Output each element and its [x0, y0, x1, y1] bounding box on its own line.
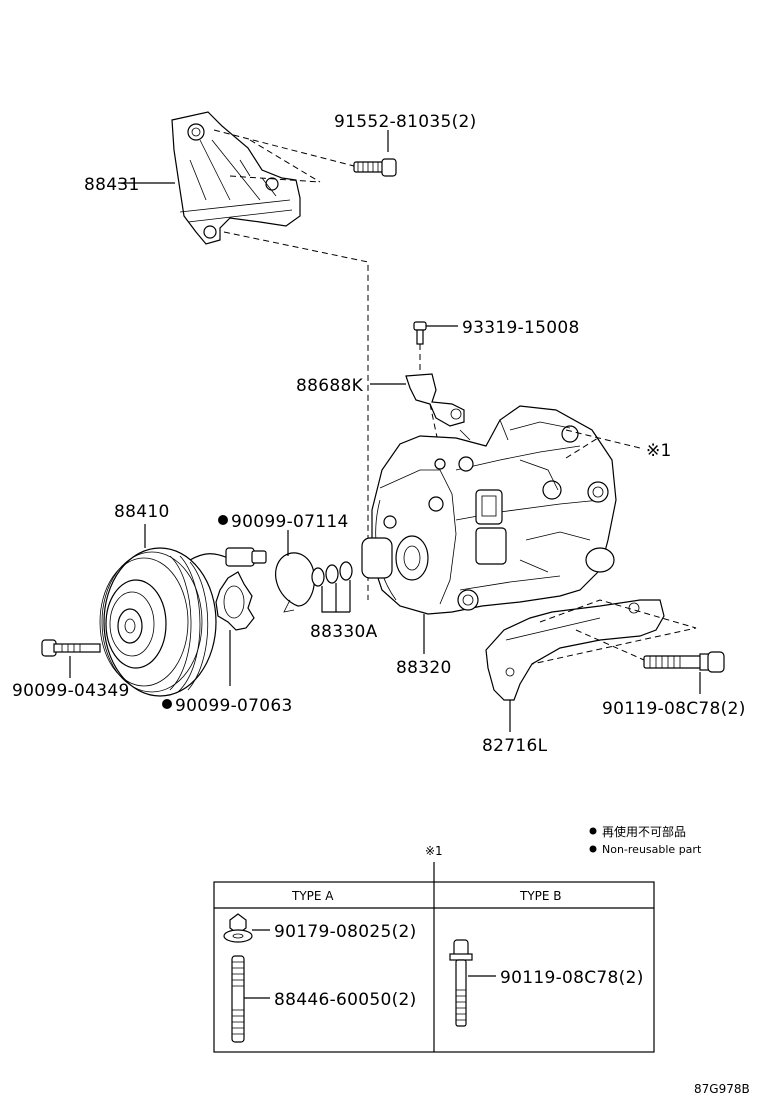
label-93319: 93319-15008	[462, 318, 580, 338]
pulley-88410[interactable]	[99, 547, 217, 697]
table-header-type-b: TYPE B	[519, 889, 562, 903]
label-90099-07063: 90099-07063	[175, 696, 293, 716]
shim-90099-07063[interactable]	[215, 571, 255, 631]
compressor-88320[interactable]	[361, 405, 617, 615]
label-88688K: 88688K	[296, 376, 364, 396]
bracket-82716L[interactable]	[485, 599, 665, 701]
label-88330A: 88330A	[310, 622, 378, 642]
label-91552: 91552-81035(2)	[334, 112, 477, 132]
bolt-93319[interactable]	[413, 321, 427, 345]
label-88446-60050: 88446-60050(2)	[274, 990, 417, 1010]
label-88431: 88431	[84, 175, 140, 195]
type-table: TYPE A TYPE B 90179-08025(2) 88446-60050…	[213, 881, 655, 1053]
bolt-90099-04349[interactable]	[41, 639, 101, 657]
bracket-88688K[interactable]	[405, 373, 465, 427]
label-90099-07114: 90099-07114	[231, 512, 349, 532]
snapring-90099-07114[interactable]	[275, 552, 315, 613]
bolt-90119-08C78-table[interactable]	[449, 939, 473, 1027]
label-88410: 88410	[114, 502, 170, 522]
label-88320: 88320	[396, 658, 452, 678]
nut-90179-08025[interactable]	[223, 913, 253, 943]
bolt-91552[interactable]	[353, 158, 397, 177]
stud-88446-60050[interactable]	[231, 955, 245, 1043]
orings-88330A[interactable]	[311, 561, 353, 587]
label-82716L: 82716L	[482, 736, 548, 756]
bolt-90119-right[interactable]	[643, 651, 725, 673]
label-90119-right: 90119-08C78(2)	[602, 699, 746, 719]
legend-dot-1	[589, 827, 597, 835]
legend-english: Non-reusable part	[602, 843, 702, 856]
bracket-88431[interactable]	[171, 111, 301, 245]
label-90099-04349: 90099-04349	[12, 681, 130, 701]
table-marker: ※1	[425, 844, 443, 858]
diagram-code: 87G978B	[694, 1082, 750, 1096]
clutch-connector[interactable]	[189, 547, 267, 567]
table-header-type-a: TYPE A	[291, 889, 334, 903]
label-90119-table: 90119-08C78(2)	[500, 968, 644, 988]
label-90179-08025: 90179-08025(2)	[274, 922, 417, 942]
legend-dot-2	[589, 845, 597, 853]
nonreusable-dot-07063	[162, 699, 172, 709]
marker-1-diagram: ※1	[646, 441, 672, 461]
nonreusable-dot-07114	[218, 515, 228, 525]
legend: 再使用不可部品 Non-reusable part	[589, 824, 702, 856]
legend-japanese: 再使用不可部品	[602, 824, 686, 839]
